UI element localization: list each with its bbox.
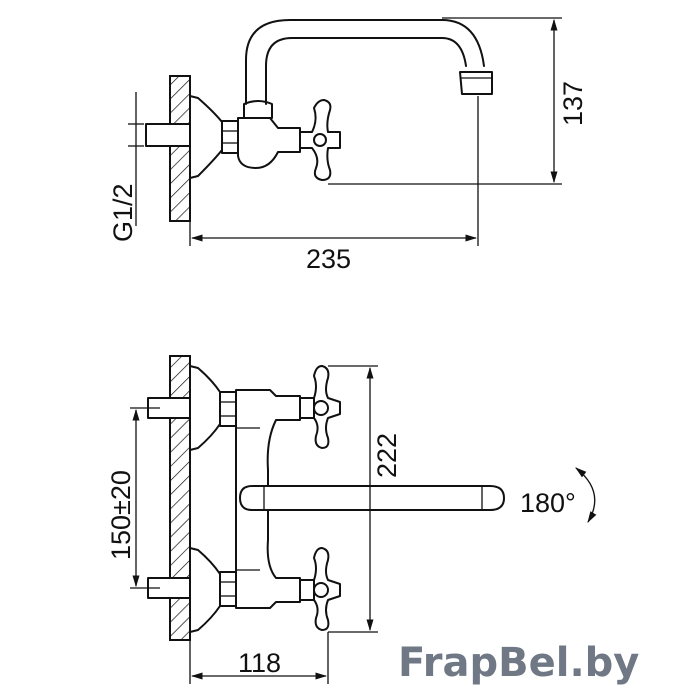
mixer-body-side [237,117,301,169]
side-view: G1/2 235 137 [108,17,588,274]
aerator [459,71,493,95]
lower-escutcheon [189,547,221,633]
spout-height-label: 137 [558,81,588,126]
inlet-nipple [145,123,191,147]
rotation-arc [575,467,597,524]
rotation-label: 180° [520,488,576,518]
wall-section-top [169,75,191,222]
eccentric-nut [221,120,239,154]
escutcheon [189,95,223,179]
depth-label: 118 [238,648,281,678]
upper-cross-handle [299,365,341,449]
upper-escutcheon [189,365,221,451]
center-distance-label: 150±20 [106,470,136,560]
thread-size-label: G1/2 [108,183,138,242]
spout-collar [243,100,273,119]
swivel-spout [239,485,505,511]
wall-section-bottom [169,355,191,641]
total-width-label: 235 [306,244,351,274]
spout-tube [245,19,485,105]
total-height-label: 222 [372,433,402,478]
lower-cross-handle [299,547,341,631]
watermark: FrapBel.by [398,640,639,686]
front-view: 150±20 222 118 180° [106,355,597,684]
